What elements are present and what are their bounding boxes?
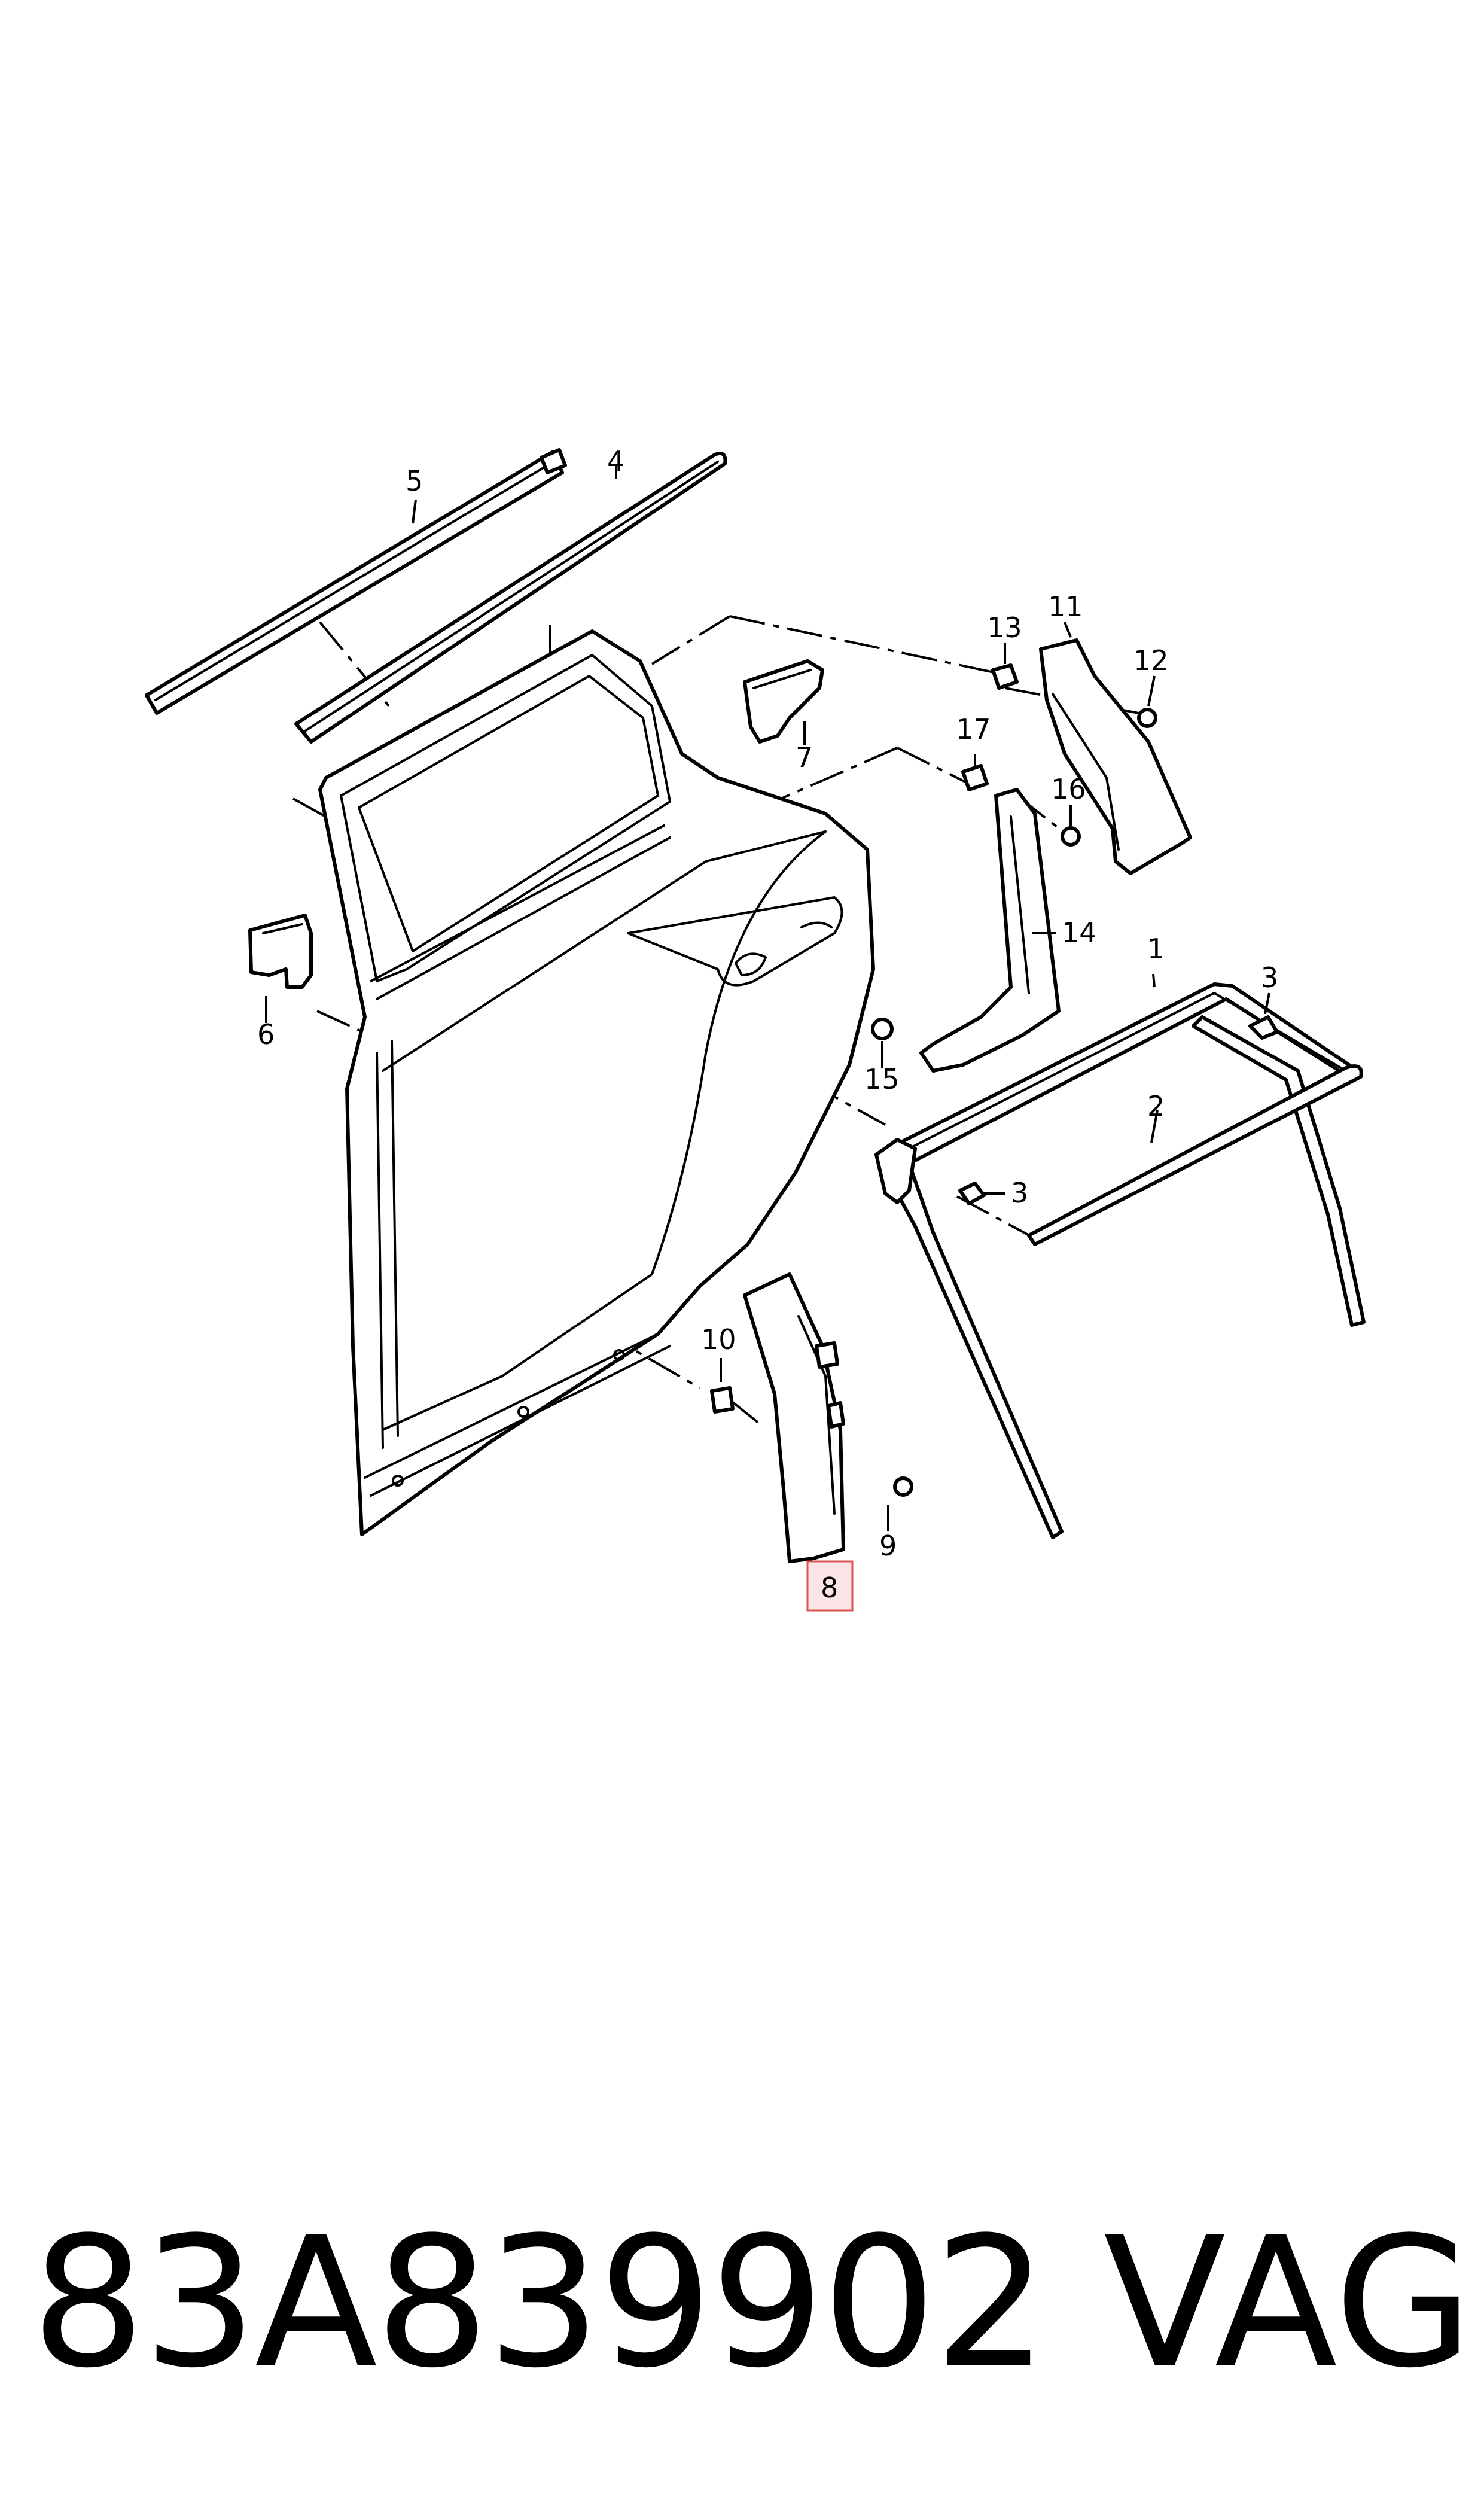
callout-17: 17: [956, 713, 991, 745]
part-6-clip: [248, 914, 313, 989]
part-7-bracket: [743, 659, 824, 744]
callout-3b: 3: [1011, 1177, 1028, 1209]
part-2-window-seal: [1027, 1064, 1363, 1246]
door-shell: [318, 629, 875, 1536]
callout-6: 6: [257, 1018, 275, 1051]
callout-labels: 1 2 3 3 4 5 6 7 8 9 10 11 12 13 14 15 16…: [257, 445, 1278, 1604]
leader-lines: [265, 464, 1270, 1580]
part-3-clips: [958, 1015, 1279, 1205]
callout-4: 4: [607, 445, 624, 477]
callout-16: 16: [1051, 773, 1086, 805]
part-number-label: 83A839902: [31, 2199, 1048, 2407]
part-8-pillar-trim: [743, 1272, 845, 1563]
callout-13: 13: [987, 611, 1022, 644]
part-11-upper-trim: [1039, 638, 1192, 875]
callout-1: 1: [1147, 933, 1165, 965]
part-4-window-seal: [294, 451, 727, 744]
part-1-frame-trim: [874, 982, 1366, 1539]
part-14-pillar-trim: [919, 788, 1061, 1073]
callout-7: 7: [796, 741, 813, 774]
callout-10: 10: [701, 1323, 736, 1356]
callout-9: 9: [879, 1530, 897, 1562]
brand-label: VAG: [1103, 2199, 1473, 2407]
callout-11: 11: [1048, 590, 1083, 623]
highlight-box-8: [806, 1560, 854, 1612]
callout-14: 14: [1062, 917, 1097, 949]
part-5-channel-seal: [145, 448, 567, 715]
callout-3a: 3: [1261, 961, 1278, 994]
callout-2: 2: [1147, 1090, 1165, 1122]
fasteners: [710, 663, 1157, 1497]
callout-8: 8: [821, 1572, 838, 1604]
callout-5: 5: [406, 465, 423, 497]
callout-12: 12: [1133, 644, 1169, 677]
callout-15: 15: [864, 1063, 900, 1095]
